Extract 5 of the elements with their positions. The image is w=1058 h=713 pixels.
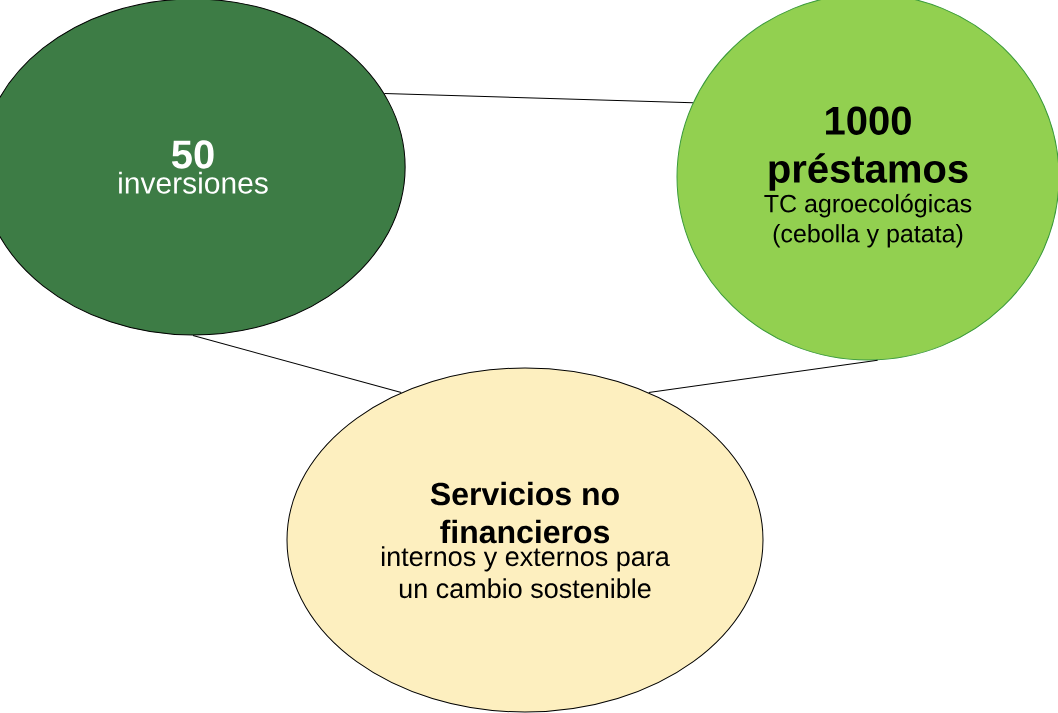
- connector-line: [192, 335, 402, 394]
- connector-line: [383, 93, 694, 104]
- circle-node: 1000 préstamos TC agroecológicas (cebolla y patata): [676, 0, 1058, 361]
- connector-line: [648, 359, 879, 394]
- circle-node: Servicios no financieros internos y externos para un cambio sostenible: [286, 367, 764, 713]
